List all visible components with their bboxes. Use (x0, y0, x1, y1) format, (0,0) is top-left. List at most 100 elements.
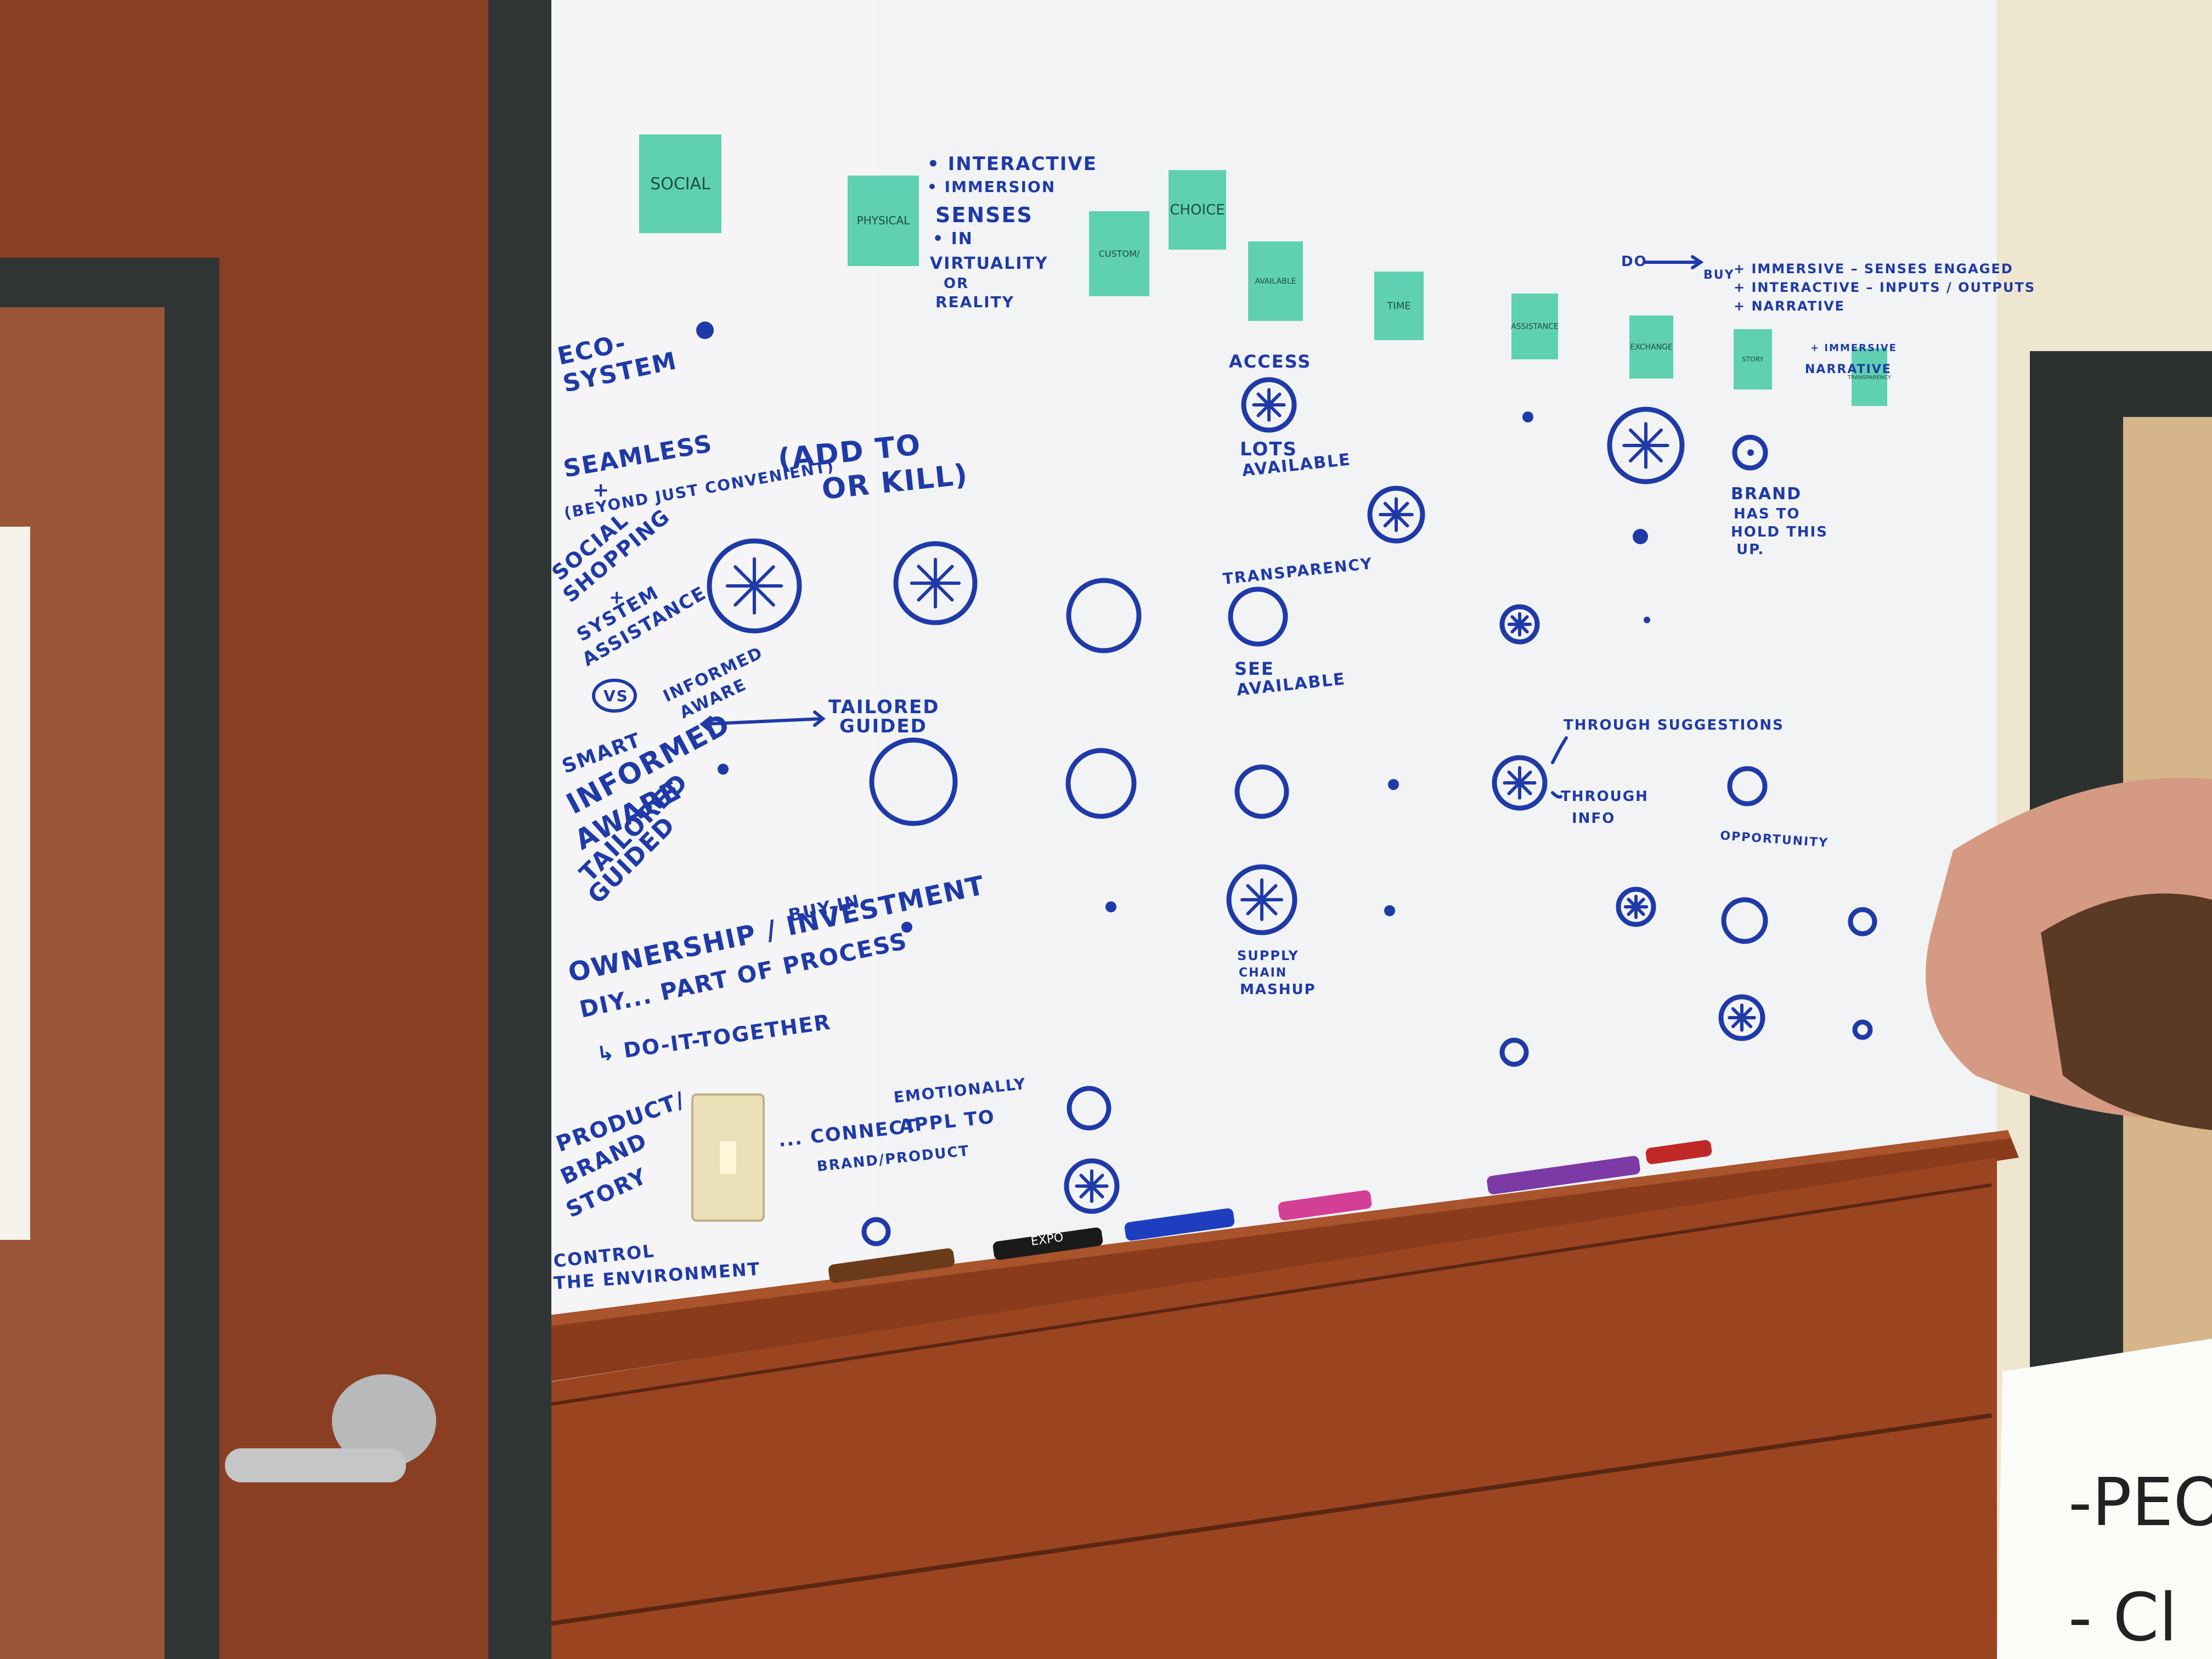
sticky-note-label: TIME (1386, 301, 1410, 312)
sticky-note-label: PHYSICAL (857, 214, 911, 227)
sign-line-1: -PEO (2068, 1465, 2212, 1541)
row-seamless-2: + (592, 479, 610, 501)
sticky-note-paper (1511, 294, 1558, 359)
mark-circle (1066, 578, 1142, 653)
top-right-list-3: + NARRATIVE (1734, 298, 1845, 314)
mark-circle (1367, 486, 1425, 544)
top-right-list-1: + IMMERSIVE – SENSES ENGAGED (1734, 261, 2013, 276)
mark-circle (1234, 764, 1289, 819)
physical-list-4: • IN (933, 229, 973, 249)
sticky-note-label: ASSISTANCE (1511, 323, 1559, 331)
sticky-note-paper (1248, 241, 1303, 321)
mark-circle (1226, 864, 1297, 935)
mark-circle (1732, 435, 1768, 471)
physical-list-1: • INTERACTIVE (927, 153, 1097, 175)
asterisk-mark (1075, 1169, 1109, 1203)
sticky-note: TIME (1374, 272, 1424, 340)
tailored-guided-small-1: TAILORED (828, 696, 940, 718)
mark-dot (1522, 411, 1533, 422)
marker-pink[interactable] (1277, 1189, 1372, 1221)
mark-dot (1633, 529, 1648, 544)
asterisk-mark (910, 557, 961, 609)
mark-circle (1228, 586, 1288, 647)
cell-brand-1: BRAND (1731, 484, 1802, 504)
vs-circle (592, 679, 637, 713)
sticky-note-paper (1089, 211, 1149, 296)
sticky-note: STORY (1734, 329, 1772, 390)
row-social-shopping-3: + (609, 586, 626, 608)
physical-list-6: OR (944, 275, 969, 292)
sticky-note-label: STORY (1742, 356, 1764, 363)
sticky-note-label: TRANSPARENCY (1847, 375, 1892, 381)
mark-circle (1852, 1019, 1873, 1040)
cell-supply-1: SUPPLY (1237, 948, 1299, 963)
mark-circle (1064, 1158, 1120, 1214)
story-note-1: + IMMERSIVE (1810, 342, 1897, 354)
cell-access: ACCESS (1229, 351, 1311, 372)
physical-list-5: VIRTUALITY (930, 254, 1048, 273)
flow-arrow (1644, 255, 1704, 269)
mark-dot (1105, 901, 1116, 912)
sticky-note-paper (848, 176, 919, 266)
cell-supply-3: MASHUP (1240, 981, 1316, 998)
cell-through-suggestions: THROUGH SUGGESTIONS (1564, 717, 1784, 733)
asterisk-mark (1252, 388, 1286, 422)
mark-dot (1384, 905, 1395, 916)
marker-black[interactable] (992, 1227, 1104, 1261)
mark-dot (718, 764, 729, 775)
cell-brand-4: UP. (1736, 541, 1764, 558)
sticky-note-paper (1852, 348, 1887, 406)
mark-circle (1065, 748, 1137, 819)
grid-marks (696, 321, 1877, 1246)
mark-circle (1492, 755, 1548, 811)
sticky-note: ASSISTANCE (1511, 294, 1559, 359)
physical-list-3: SENSES (935, 203, 1033, 227)
sticky-notes: SOCIAL PHYSICAL CUSTOM/CHOICE AVAILABLE TIME… (639, 134, 1892, 406)
mark-dot (1644, 617, 1650, 623)
mark-circle (1066, 1086, 1111, 1131)
sticky-note-paper (1374, 272, 1424, 340)
top-right-list-2: + INTERACTIVE – INPUTS / OUTPUTS (1734, 280, 2035, 295)
physical-list-7: REALITY (935, 293, 1014, 311)
person-shirt (2041, 893, 2212, 1130)
cell-supply-2: CHAIN (1239, 966, 1287, 980)
cell-see-available-1: SEE (1234, 658, 1274, 679)
door-handle[interactable] (332, 1374, 436, 1468)
mark-circle (1499, 604, 1540, 645)
mark-circle (1607, 407, 1685, 484)
marker-brown[interactable] (828, 1248, 955, 1284)
marker-red[interactable] (1645, 1139, 1712, 1165)
sticky-note-label: CHOICE (1170, 202, 1224, 218)
asterisk-mark (1240, 878, 1283, 921)
door-lever[interactable] (225, 1448, 406, 1482)
row-vs: VS (603, 687, 629, 705)
marker-purple[interactable] (1486, 1155, 1641, 1195)
mark-circle (1848, 907, 1877, 936)
paper-sign (1997, 1339, 2212, 1659)
flow-do: DO (1621, 253, 1647, 270)
sticky-note: CHOICE (1169, 170, 1226, 250)
mark-circle (893, 541, 978, 625)
cell-brand-3: HOLD THIS (1731, 524, 1828, 540)
marker-blue[interactable] (1124, 1207, 1235, 1242)
flow-buy: BUY (1703, 268, 1735, 282)
mark-dot (696, 321, 714, 339)
sticky-note-paper (1169, 170, 1226, 250)
sticky-note-label: SOCIAL (650, 174, 710, 194)
sign-line-2: - Cl (2068, 1580, 2177, 1656)
sticky-note-paper (639, 134, 721, 233)
sticky-note: AVAILABLE (1248, 241, 1303, 321)
sticky-note-label: AVAILABLE (1255, 277, 1296, 286)
light-switch[interactable] (720, 1141, 736, 1174)
mark-circle (707, 538, 802, 634)
markers: EXPO (828, 1139, 1712, 1284)
suggestions-pointer (1551, 736, 1568, 764)
asterisk-mark (1622, 422, 1669, 469)
sticky-note: PHYSICAL (848, 176, 919, 266)
sticky-note-label: CUSTOM/ (1099, 249, 1140, 259)
mark-circle (1241, 377, 1297, 433)
cell-through-info-1: THROUGH (1561, 788, 1649, 805)
cell-lots-available-1: LOTS (1240, 438, 1297, 460)
physical-list-2: • IMMERSION (927, 178, 1056, 196)
